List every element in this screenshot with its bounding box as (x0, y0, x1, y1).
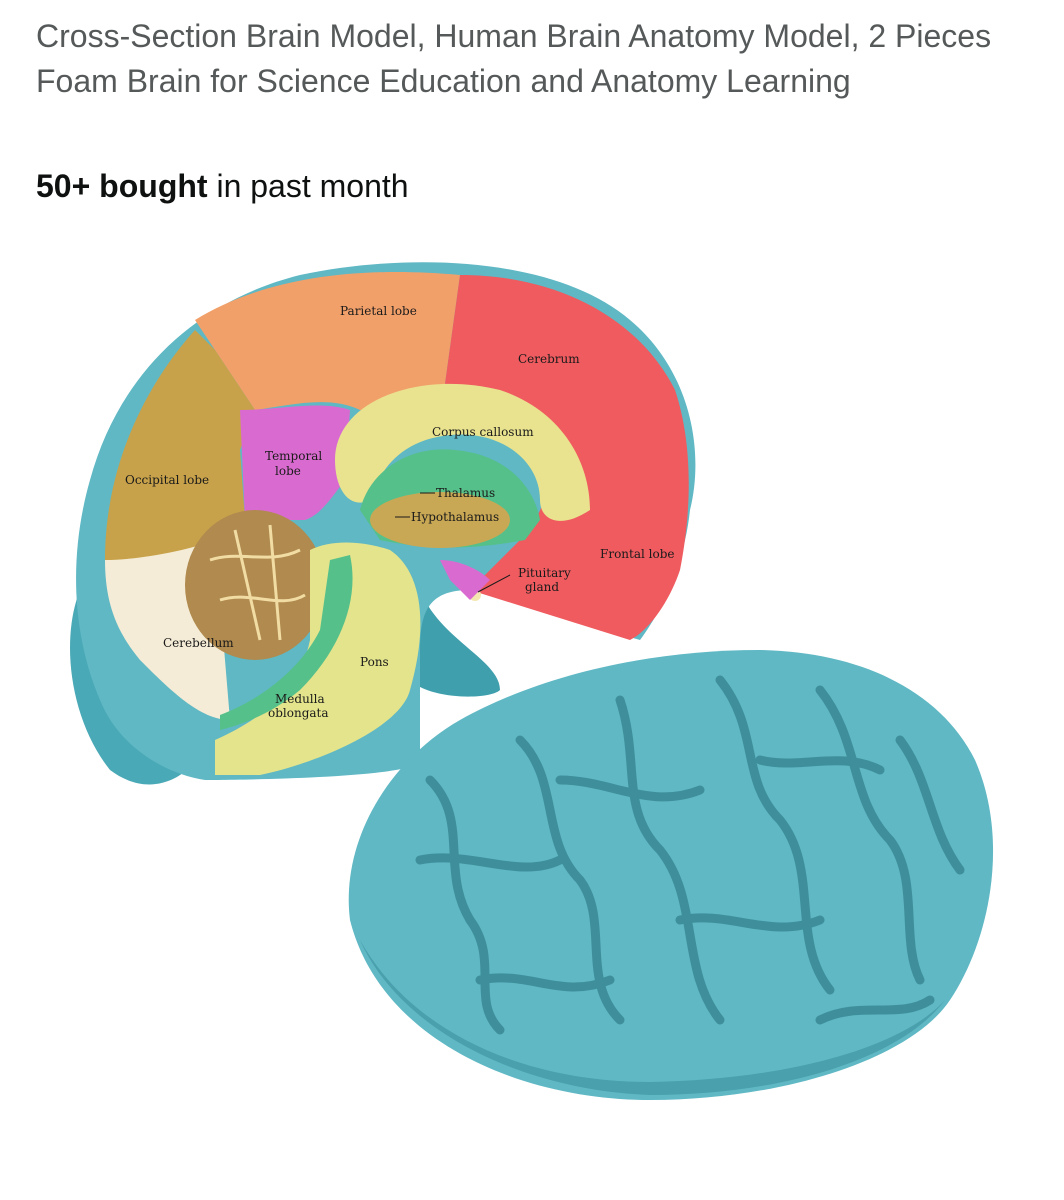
thalamus (370, 492, 510, 548)
label-corpus-callosum: Corpus callosum (432, 425, 534, 439)
hypothalamus-pink (440, 560, 490, 600)
brain-model-illustration: Parietal lobe Cerebrum Corpus callosum T… (70, 262, 994, 1100)
label-pituitary-1: Pituitary (518, 566, 571, 580)
label-pituitary-2: gland (525, 580, 559, 594)
label-frontal-lobe: Frontal lobe (600, 547, 675, 561)
leader-pituitary (477, 574, 511, 593)
arbor-vitae (209, 524, 306, 641)
cross-section-brain-half: Parietal lobe Cerebrum Corpus callosum T… (70, 262, 696, 785)
foam-brain-half (348, 650, 994, 1100)
green-stem (220, 555, 353, 730)
label-parietal-lobe: Parietal lobe (340, 304, 417, 318)
gyri-grooves (415, 675, 965, 1035)
parietal-lobe (195, 272, 460, 420)
label-cerebrum: Cerebrum (518, 352, 580, 366)
label-temporal-2: lobe (275, 464, 301, 478)
product-title: Cross-Section Brain Model, Human Brain A… (36, 18, 992, 99)
bought-suffix: in past month (207, 168, 409, 204)
corpus-callosum (335, 383, 590, 521)
label-medulla-2: oblongata (268, 706, 329, 720)
label-temporal-1: Temporal (265, 449, 322, 463)
brainstem-back (410, 590, 500, 697)
label-medulla-1: Medulla (275, 692, 325, 706)
label-cerebellum: Cerebellum (163, 636, 234, 650)
label-hypothalamus: Hypothalamus (411, 510, 499, 524)
bought-count: 50+ bought (36, 168, 208, 204)
label-pons: Pons (360, 655, 389, 669)
occipital-lobe (105, 330, 255, 560)
bought-in-past-month: 50+ bought in past month (36, 164, 409, 209)
label-occipital-lobe: Occipital lobe (125, 473, 209, 487)
product-image[interactable]: Parietal lobe Cerebrum Corpus callosum T… (0, 220, 1064, 1200)
cerebellum (185, 510, 325, 660)
temporal-lobe (240, 405, 350, 520)
label-thalamus: Thalamus (436, 486, 495, 500)
